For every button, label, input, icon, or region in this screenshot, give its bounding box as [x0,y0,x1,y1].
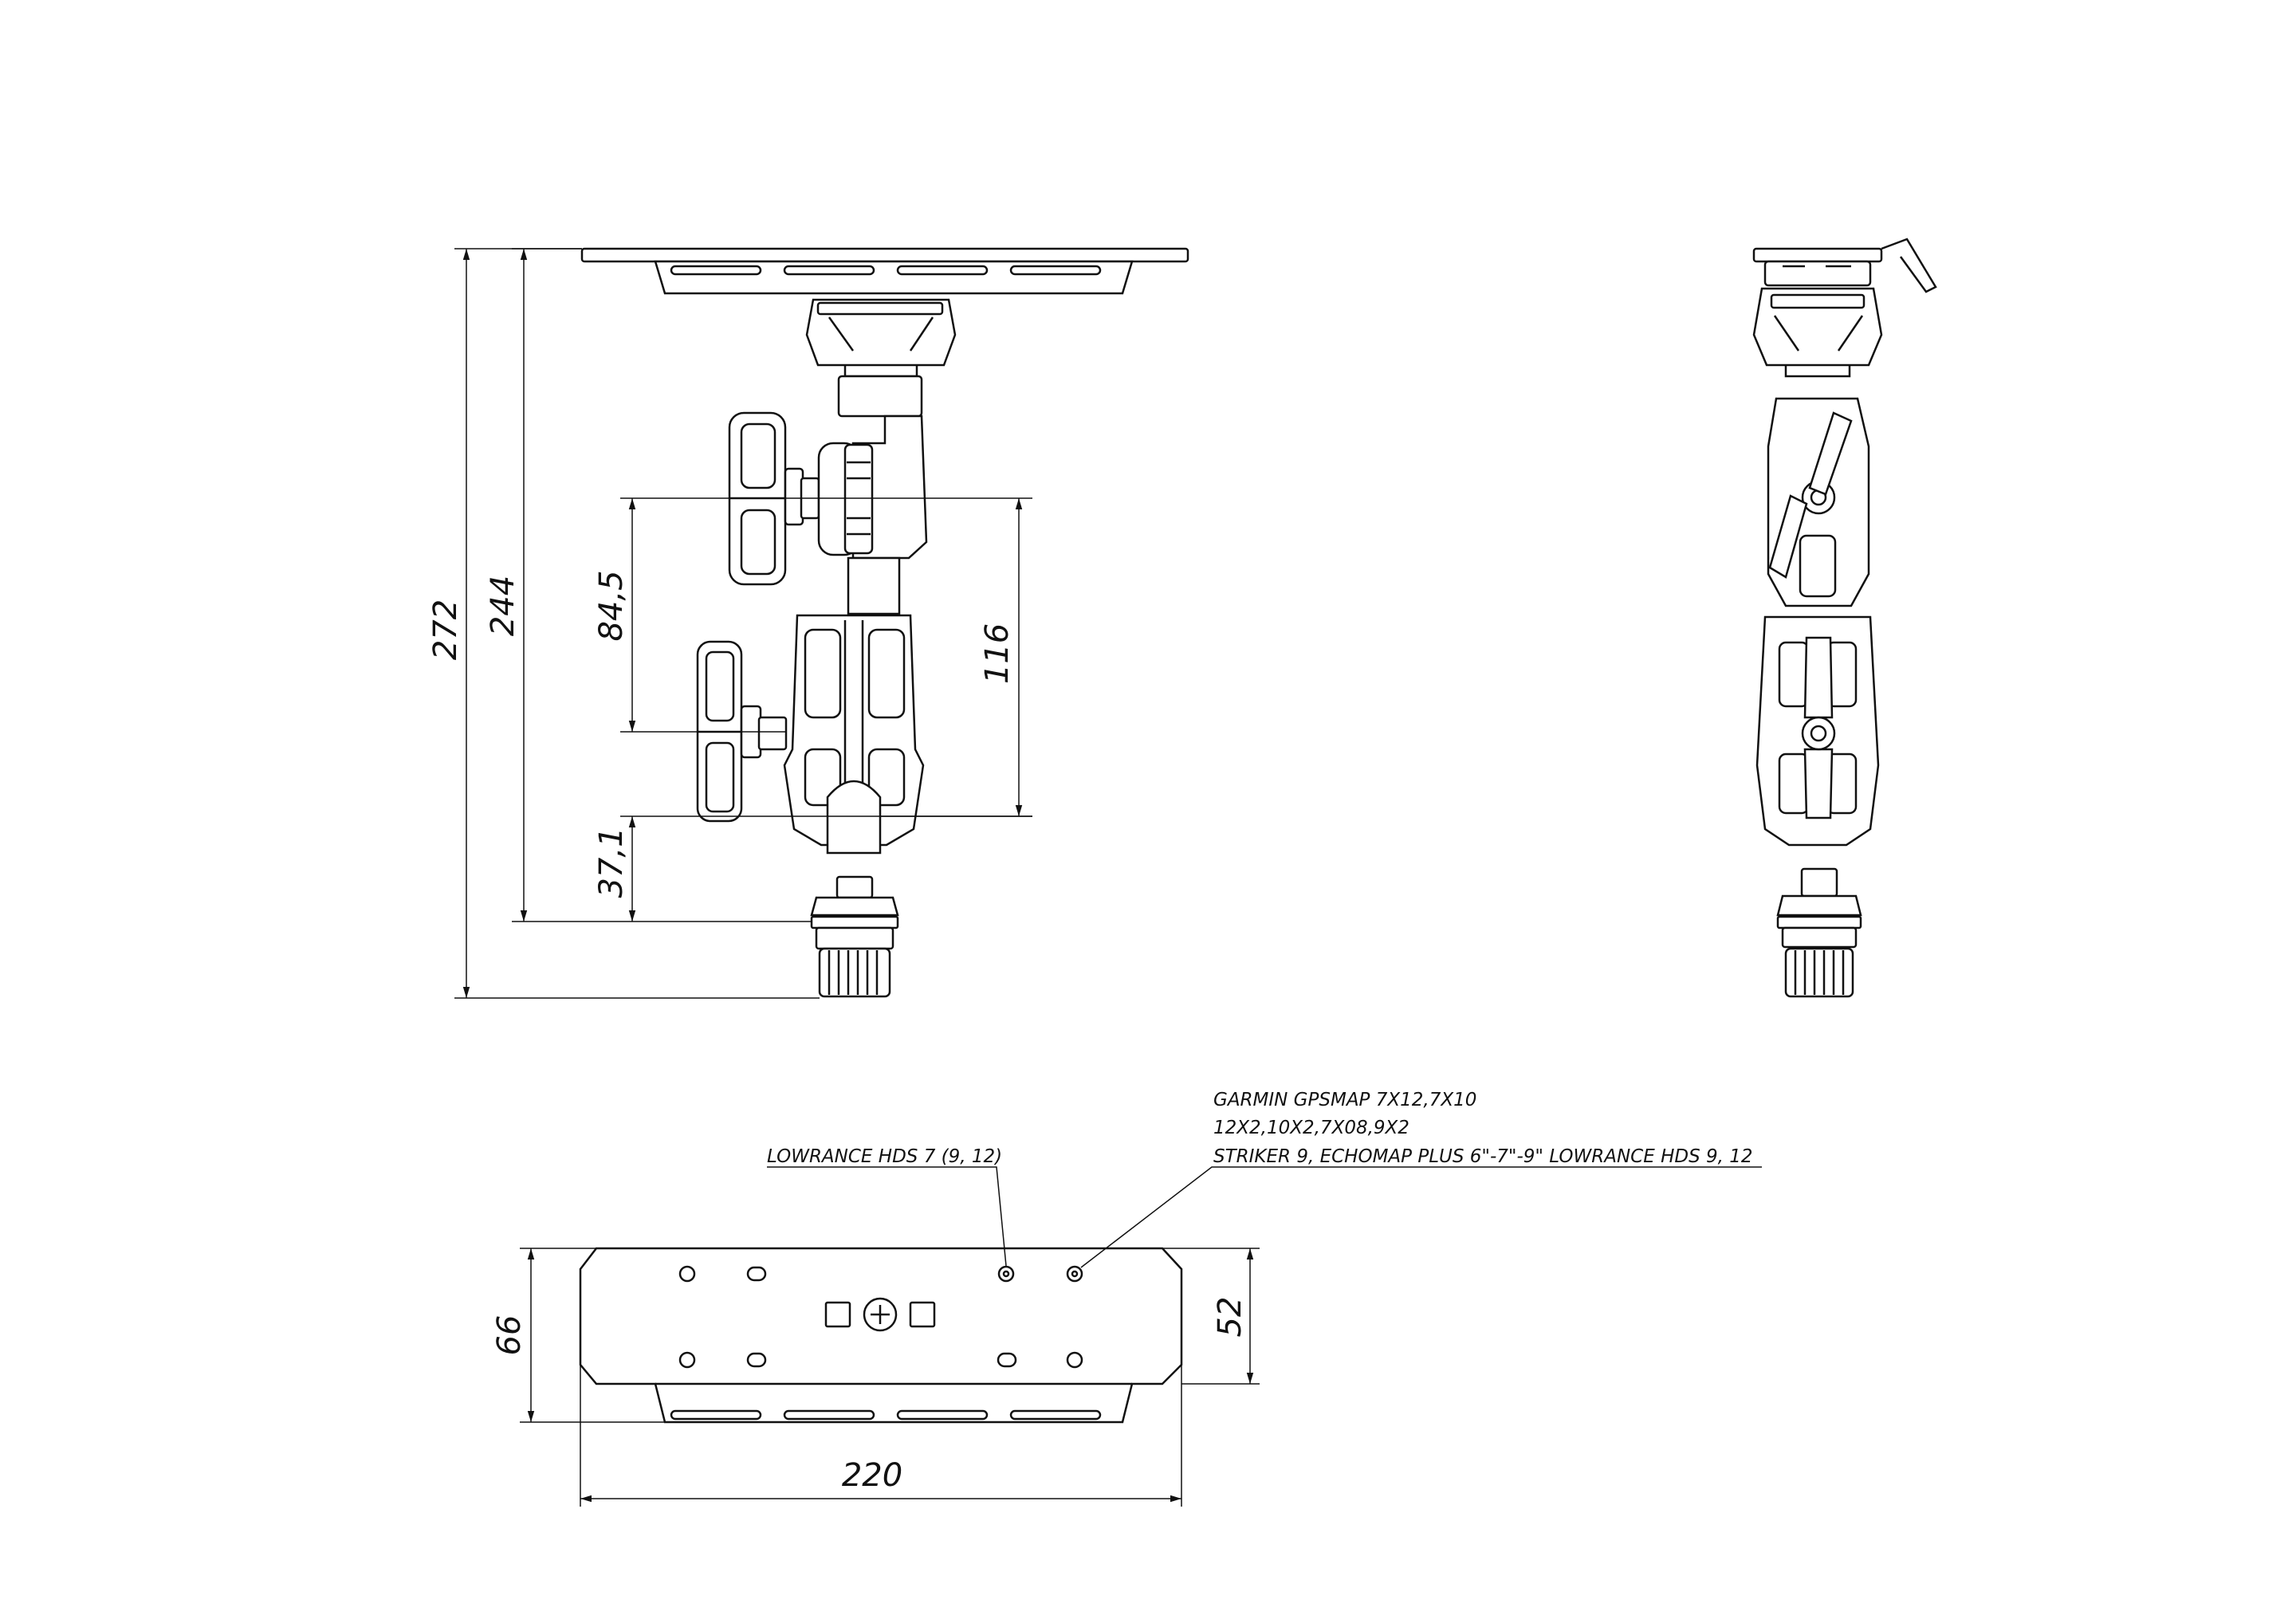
side-view [1752,238,1937,998]
side-upper-arm [1767,397,1870,607]
front-upper-joint [817,442,901,615]
side-base-stud [1776,867,1862,998]
dim-label-37-1: 37,1 [593,827,630,898]
callout-garmin-line1: GARMIN GPSMAP 7X12,7X10 [1213,1090,1476,1110]
front-upper-socket [805,298,957,378]
dim-label-116: 116 [979,623,1016,684]
plate-dimension-lines [527,1248,1254,1503]
leader-lowrance [767,1166,1007,1267]
plate-extension-lines [520,1248,1260,1507]
front-base-stud [810,875,899,998]
dim-label-220: 220 [842,1457,902,1494]
dim-label-84-5: 84,5 [593,570,630,641]
side-lower-socket [1755,615,1880,847]
front-extension-lines [454,248,1032,999]
callout-leaders [767,1166,1762,1268]
callout-lowrance-small: LOWRANCE HDS 7 (9, 12) [767,1146,1002,1167]
callout-garmin-line2: 12X2,10X2,7X08,9X2 [1213,1118,1409,1138]
plate-body [579,1247,1183,1424]
dim-label-52: 52 [1212,1297,1248,1338]
dim-label-272: 272 [427,599,464,660]
dim-label-244: 244 [485,576,521,636]
dim-label-66: 66 [491,1315,528,1356]
side-upper-socket [1752,287,1883,378]
front-lower-socket [783,614,925,855]
side-mount-plate [1752,238,1937,293]
front-view: 272 244 84,5 116 37,1 [427,247,1189,999]
leader-garmin [1080,1166,1762,1268]
callout-garmin-line3: STRIKER 9, ECHOMAP PLUS 6"-7"-9" LOWRANC… [1213,1146,1753,1167]
front-dimension-lines [462,249,1023,998]
plate-view: 66 52 220 LOWRANCE HDS 7 (9, 12) GARMIN … [491,1090,1762,1507]
front-mount-plate [580,247,1189,295]
